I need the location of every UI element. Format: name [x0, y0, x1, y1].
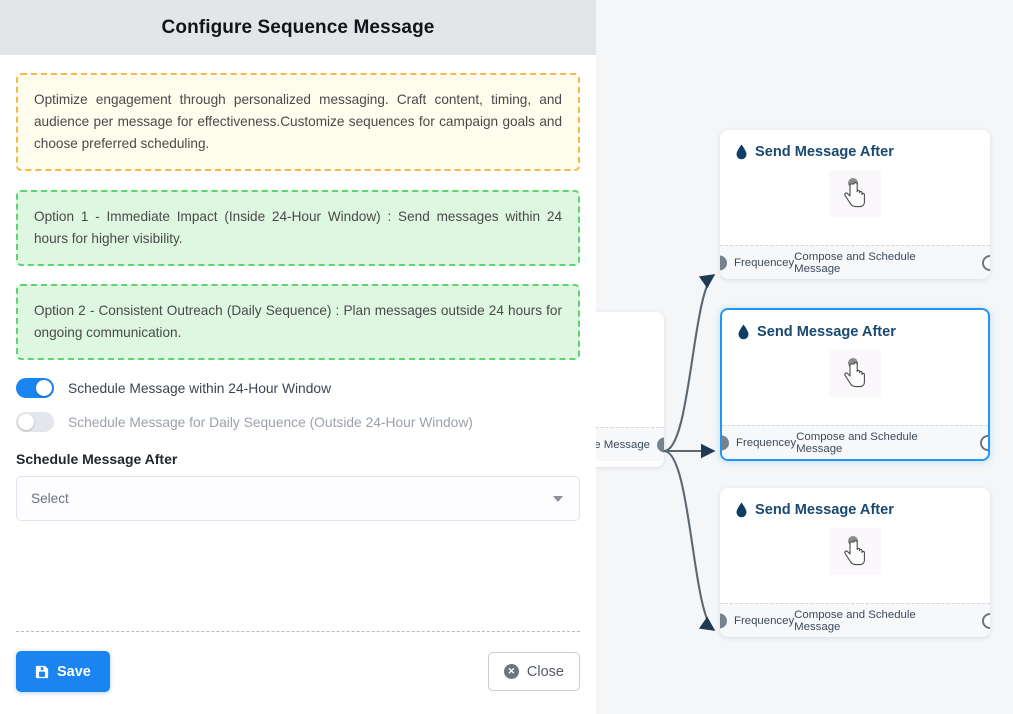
node-title: Send Message After [737, 324, 973, 340]
save-button[interactable]: Save [16, 651, 110, 692]
node-body: Send Message After [720, 488, 990, 603]
connector-handle-out[interactable] [982, 254, 990, 271]
floppy-disk-icon [35, 665, 49, 678]
configure-sequence-panel: Configure Sequence Message Optimize enga… [0, 0, 596, 714]
water-drop-icon [736, 502, 747, 518]
node-footer: Frequencey Compose and Schedule Message [720, 603, 990, 637]
panel-header: Configure Sequence Message [0, 0, 596, 55]
upstream-node-partial[interactable]: ce Message [596, 312, 664, 467]
select-value: Select [31, 491, 69, 507]
toggle-knob [18, 414, 34, 431]
close-button[interactable]: ✕ Close [487, 652, 580, 691]
upstream-node-body [596, 312, 664, 427]
node-title: Send Message After [735, 144, 975, 160]
node-footer-compose-label: Compose and Schedule Message [794, 250, 916, 275]
close-button-label: Close [526, 663, 564, 680]
connector-handle-in[interactable] [722, 435, 729, 450]
connector-handle-out[interactable] [982, 612, 990, 629]
pointing-hand-icon [829, 528, 881, 575]
flow-canvas[interactable]: ce Message Send Message After [596, 0, 1013, 714]
flow-edges [663, 274, 716, 631]
node-body-icon-wrap [722, 350, 988, 397]
water-drop-icon [738, 324, 749, 340]
toggle-row-within-24h[interactable]: Schedule Message within 24-Hour Window [16, 378, 580, 399]
node-send-message-after-2[interactable]: Send Message After Frequencey Compose an… [720, 308, 990, 461]
node-title-label: Send Message After [757, 324, 896, 340]
toggle-switch-within-24h[interactable] [16, 378, 54, 399]
schedule-message-after-label: Schedule Message After [16, 451, 178, 468]
node-footer-frequency-label: Frequencey [734, 614, 795, 627]
edge-to-node-3 [663, 449, 716, 631]
node-footer-frequency-label: Frequencey [734, 256, 795, 269]
node-body: Send Message After [722, 310, 988, 425]
water-drop-icon [736, 144, 747, 160]
pointing-hand-icon [829, 350, 881, 397]
close-circle-icon: ✕ [503, 664, 519, 679]
node-title: Send Message After [735, 502, 975, 518]
info-description-box: Optimize engagement through personalized… [16, 73, 580, 172]
node-footer: Frequencey Compose and Schedule Message [722, 425, 988, 459]
schedule-message-after-select[interactable]: Select [16, 476, 580, 522]
panel-footer: Save ✕ Close [16, 631, 580, 714]
connector-handle-in[interactable] [720, 255, 727, 270]
upstream-node-footer: ce Message [596, 427, 664, 461]
toggle-switch-daily-sequence[interactable] [16, 412, 54, 433]
connector-handle-out[interactable] [980, 434, 988, 451]
connector-handle-in[interactable] [720, 613, 727, 628]
node-footer-frequency-label: Frequencey [736, 436, 797, 449]
upstream-node-footer-label: ce Message [596, 438, 650, 451]
page-title: Configure Sequence Message [161, 16, 435, 38]
node-footer-compose-label: Compose and Schedule Message [794, 608, 916, 633]
node-title-label: Send Message After [755, 502, 894, 518]
option-1-box: Option 1 - Immediate Impact (Inside 24-H… [16, 190, 580, 267]
node-body-icon-wrap [720, 528, 990, 575]
edge-to-node-1 [663, 274, 716, 453]
node-send-message-after-1[interactable]: Send Message After Frequencey Compose an… [720, 130, 990, 279]
option-2-box: Option 2 - Consistent Outreach (Daily Se… [16, 284, 580, 361]
node-send-message-after-3[interactable]: Send Message After Frequencey Compose an… [720, 488, 990, 637]
toggle-label-within-24h: Schedule Message within 24-Hour Window [68, 380, 332, 396]
toggle-knob [36, 380, 52, 397]
save-button-label: Save [57, 663, 91, 680]
node-footer-compose-label: Compose and Schedule Message [796, 430, 918, 455]
node-body: Send Message After [720, 130, 990, 245]
node-body-icon-wrap [720, 170, 990, 217]
connector-handle-out[interactable] [657, 437, 664, 452]
toggle-label-daily-sequence: Schedule Message for Daily Sequence (Out… [68, 414, 473, 430]
chevron-down-icon [553, 495, 563, 502]
node-footer: Frequencey Compose and Schedule Message [720, 245, 990, 279]
node-title-label: Send Message After [755, 144, 894, 160]
pointing-hand-icon [829, 170, 881, 217]
panel-body: Optimize engagement through personalized… [0, 55, 596, 622]
toggle-row-daily-sequence[interactable]: Schedule Message for Daily Sequence (Out… [16, 412, 580, 433]
